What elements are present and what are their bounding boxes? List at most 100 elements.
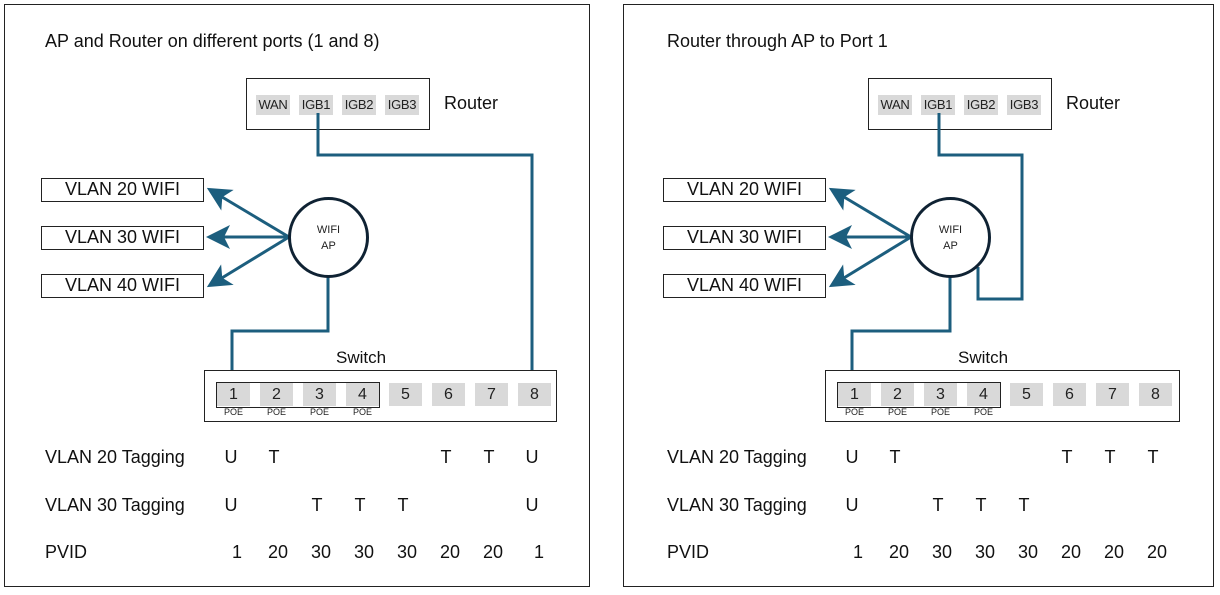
switch-device: 1 2 3 4 5 6 7 8 POE POE POE POE: [204, 370, 557, 422]
cell-vlan20-port8: U: [525, 447, 539, 467]
cell-vlan30-port1: U: [845, 495, 859, 515]
ap-label-line1: WIFI: [316, 223, 341, 236]
switch-label: Switch: [336, 348, 387, 367]
wifi-network-vlan40: VLAN 40 WIFI: [41, 274, 204, 298]
cell-vlan30-port5: T: [1018, 495, 1030, 515]
wifi-access-point: WIFI AP: [288, 197, 369, 278]
cell-pvid-port3: 30: [931, 542, 952, 562]
arrow-to-vlan20: [828, 187, 912, 239]
poe-label: POE: [930, 407, 950, 417]
cell-pvid-port7: 20: [1103, 542, 1124, 562]
cell-vlan20-port6: T: [1061, 447, 1073, 467]
poe-label: POE: [266, 407, 286, 417]
wifi-network-vlan20: VLAN 20 WIFI: [41, 178, 204, 202]
row-label-pvid: PVID: [45, 542, 88, 562]
cell-vlan30-port8: U: [525, 495, 539, 515]
switch-port-2: 2: [260, 383, 293, 406]
switch-label: Switch: [958, 348, 1009, 367]
switch-port-6: 6: [1053, 383, 1086, 406]
ap-label-line2: AP: [321, 239, 336, 252]
router-port-wan: WAN: [878, 95, 912, 115]
switch-port-6: 6: [432, 383, 465, 406]
cell-vlan20-port1: U: [845, 447, 859, 467]
wifi-network-vlan20: VLAN 20 WIFI: [663, 178, 826, 202]
switch-port-2: 2: [881, 383, 914, 406]
row-label-vlan30: VLAN 30 Tagging: [45, 495, 185, 515]
cell-pvid-port8: 20: [1146, 542, 1167, 562]
cell-pvid-port4: 30: [974, 542, 995, 562]
router-port-igb1: IGB1: [921, 95, 955, 115]
wifi-network-vlan30: VLAN 30 WIFI: [41, 226, 204, 250]
cell-pvid-port5: 30: [1017, 542, 1038, 562]
ap-label-line2: AP: [943, 239, 958, 252]
switch-port-3: 3: [303, 383, 336, 406]
switch-port-8: 8: [1139, 383, 1172, 406]
poe-label: POE: [352, 407, 372, 417]
switch-port-4: 4: [967, 383, 1000, 406]
cell-pvid-port6: 20: [439, 542, 460, 562]
cell-vlan30-port4: T: [975, 495, 987, 515]
row-label-pvid: PVID: [667, 542, 710, 562]
switch-port-4: 4: [346, 383, 379, 406]
cell-vlan20-port7: T: [483, 447, 495, 467]
switch-port-7: 7: [1096, 383, 1129, 406]
cell-vlan20-port6: T: [440, 447, 452, 467]
switch-port-8: 8: [518, 383, 551, 406]
row-label-vlan20: VLAN 20 Tagging: [667, 447, 807, 467]
cell-pvid-port3: 30: [310, 542, 331, 562]
router-label: Router: [444, 93, 499, 113]
switch-port-5: 5: [1010, 383, 1043, 406]
arrow-to-vlan40: [828, 235, 912, 288]
router-port-igb2: IGB2: [964, 95, 998, 115]
arrow-to-vlan40: [206, 235, 290, 288]
cell-pvid-port5: 30: [396, 542, 417, 562]
cell-vlan20-port7: T: [1104, 447, 1116, 467]
router-port-igb3: IGB3: [1007, 95, 1041, 115]
cell-pvid-port7: 20: [482, 542, 503, 562]
router-port-igb2: IGB2: [342, 95, 376, 115]
router-port-igb1: IGB1: [299, 95, 333, 115]
router-port-igb3: IGB3: [385, 95, 419, 115]
switch-device: 1 2 3 4 5 6 7 8 POE POE POE POE: [825, 370, 1180, 422]
router-port-wan: WAN: [256, 95, 290, 115]
switch-port-1: 1: [217, 383, 250, 406]
cell-pvid-port2: 20: [888, 542, 909, 562]
poe-label: POE: [223, 407, 243, 417]
router-label: Router: [1066, 93, 1121, 113]
cell-vlan20-port2: T: [889, 447, 901, 467]
cell-pvid-port8: 1: [533, 542, 544, 562]
poe-port-group: [216, 382, 380, 408]
cell-pvid-port2: 20: [267, 542, 288, 562]
cell-pvid-port4: 30: [353, 542, 374, 562]
wifi-network-vlan30: VLAN 30 WIFI: [663, 226, 826, 250]
cell-pvid-port1: 1: [852, 542, 863, 562]
router-device: WAN IGB1 IGB2 IGB3: [246, 78, 430, 130]
switch-port-7: 7: [475, 383, 508, 406]
cell-vlan30-port4: T: [354, 495, 366, 515]
panel-title: Router through AP to Port 1: [667, 31, 888, 51]
cell-vlan20-port8: T: [1147, 447, 1159, 467]
switch-port-1: 1: [838, 383, 871, 406]
cable-ap-to-switch-port1: [850, 277, 952, 385]
cell-vlan30-port5: T: [397, 495, 409, 515]
diagram-panel-left: AP and Router on different ports (1 and …: [4, 4, 590, 587]
cell-vlan30-port3: T: [311, 495, 323, 515]
cell-vlan30-port3: T: [932, 495, 944, 515]
cable-ap-to-switch-port1: [230, 277, 330, 385]
poe-label: POE: [973, 407, 993, 417]
wifi-network-vlan40: VLAN 40 WIFI: [663, 274, 826, 298]
poe-port-group: [837, 382, 1001, 408]
switch-port-3: 3: [924, 383, 957, 406]
cell-pvid-port1: 1: [231, 542, 242, 562]
router-device: WAN IGB1 IGB2 IGB3: [868, 78, 1052, 130]
poe-label: POE: [887, 407, 907, 417]
switch-port-5: 5: [389, 383, 422, 406]
row-label-vlan20: VLAN 20 Tagging: [45, 447, 185, 467]
cell-vlan30-port1: U: [224, 495, 238, 515]
poe-label: POE: [844, 407, 864, 417]
poe-label: POE: [309, 407, 329, 417]
cell-pvid-port6: 20: [1060, 542, 1081, 562]
diagram-panel-right: Router through AP to Port 1 WAN IGB1 IGB…: [623, 4, 1214, 587]
arrow-to-vlan20: [206, 187, 290, 239]
panel-title: AP and Router on different ports (1 and …: [45, 31, 380, 51]
